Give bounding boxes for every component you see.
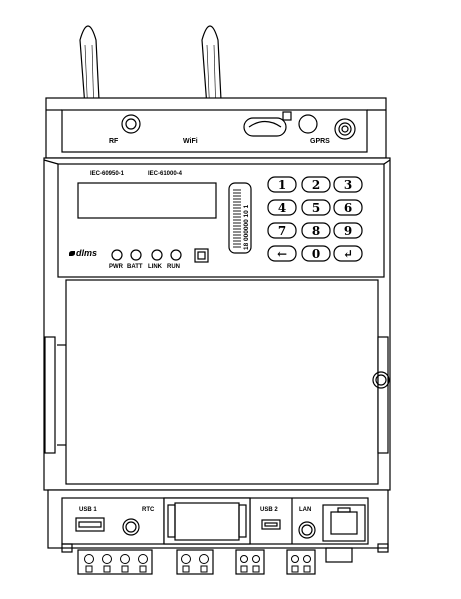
led-batt — [130, 249, 142, 261]
key-1-label: 1 — [278, 178, 286, 192]
key-0-label: 0 — [312, 247, 320, 261]
gprs-label: GPRS — [310, 138, 330, 145]
keypad — [267, 176, 363, 262]
key-2 — [301, 176, 331, 193]
led-label-batt: BATT — [127, 264, 143, 270]
key-back — [267, 245, 297, 262]
barcode — [228, 182, 252, 254]
top-module — [45, 97, 387, 159]
key-3 — [333, 176, 363, 193]
led-link — [151, 249, 163, 261]
usb2-port — [261, 519, 281, 530]
keypad-labels: 1 2 3 4 5 6 7 8 9 ← 0 ↵ — [277, 178, 353, 261]
key-enter — [333, 245, 363, 262]
reset-button — [194, 248, 209, 263]
key-9-label: 9 — [344, 224, 352, 238]
key-9 — [333, 222, 363, 239]
led-run — [170, 249, 182, 261]
led-pwr — [111, 249, 123, 261]
lan-led — [298, 521, 316, 539]
key-back-label: ← — [277, 247, 287, 261]
key-7 — [267, 222, 297, 239]
led-label-run: RUN — [167, 264, 180, 270]
key-2-label: 2 — [312, 178, 320, 192]
key-7-label: 7 — [278, 224, 286, 238]
key-5 — [301, 199, 331, 216]
key-8 — [301, 222, 331, 239]
key-4-label: 4 — [278, 201, 286, 215]
barcode-number: 18 000000 10 1 — [243, 204, 250, 250]
key-6-label: 6 — [344, 201, 352, 215]
led-label-pwr: PWR — [109, 264, 123, 270]
key-4 — [267, 199, 297, 216]
usb1-label: USB 1 — [79, 507, 97, 513]
dlms-leaf-icon — [69, 251, 75, 257]
usb1-port — [75, 517, 105, 532]
dlms-logo: dlms — [69, 249, 97, 258]
rtc-label: RTC — [142, 507, 155, 513]
key-enter-label: ↵ — [343, 247, 353, 261]
key-8-label: 8 — [312, 224, 320, 238]
led-row — [111, 248, 209, 263]
rf-label: RF — [109, 138, 119, 145]
key-1 — [267, 176, 297, 193]
bottom-module — [47, 489, 389, 563]
lan-label: LAN — [299, 507, 312, 513]
rtc-button — [122, 518, 140, 536]
standard-2: IEC-61000-4 — [148, 171, 183, 177]
key-6 — [333, 199, 363, 216]
dlms-text: dlms — [76, 248, 98, 258]
key-0 — [301, 245, 331, 262]
key-3-label: 3 — [344, 178, 352, 192]
usb2-label: USB 2 — [260, 507, 278, 513]
lcd-display — [77, 182, 217, 219]
key-5-label: 5 — [312, 201, 320, 215]
lan-port — [322, 504, 366, 542]
terminal-blocks — [61, 543, 389, 575]
terminal-cover — [44, 279, 390, 485]
standard-1: IEC-60950-1 — [90, 171, 125, 177]
wifi-label: WiFi — [183, 138, 198, 145]
led-label-link: LINK — [148, 264, 162, 270]
